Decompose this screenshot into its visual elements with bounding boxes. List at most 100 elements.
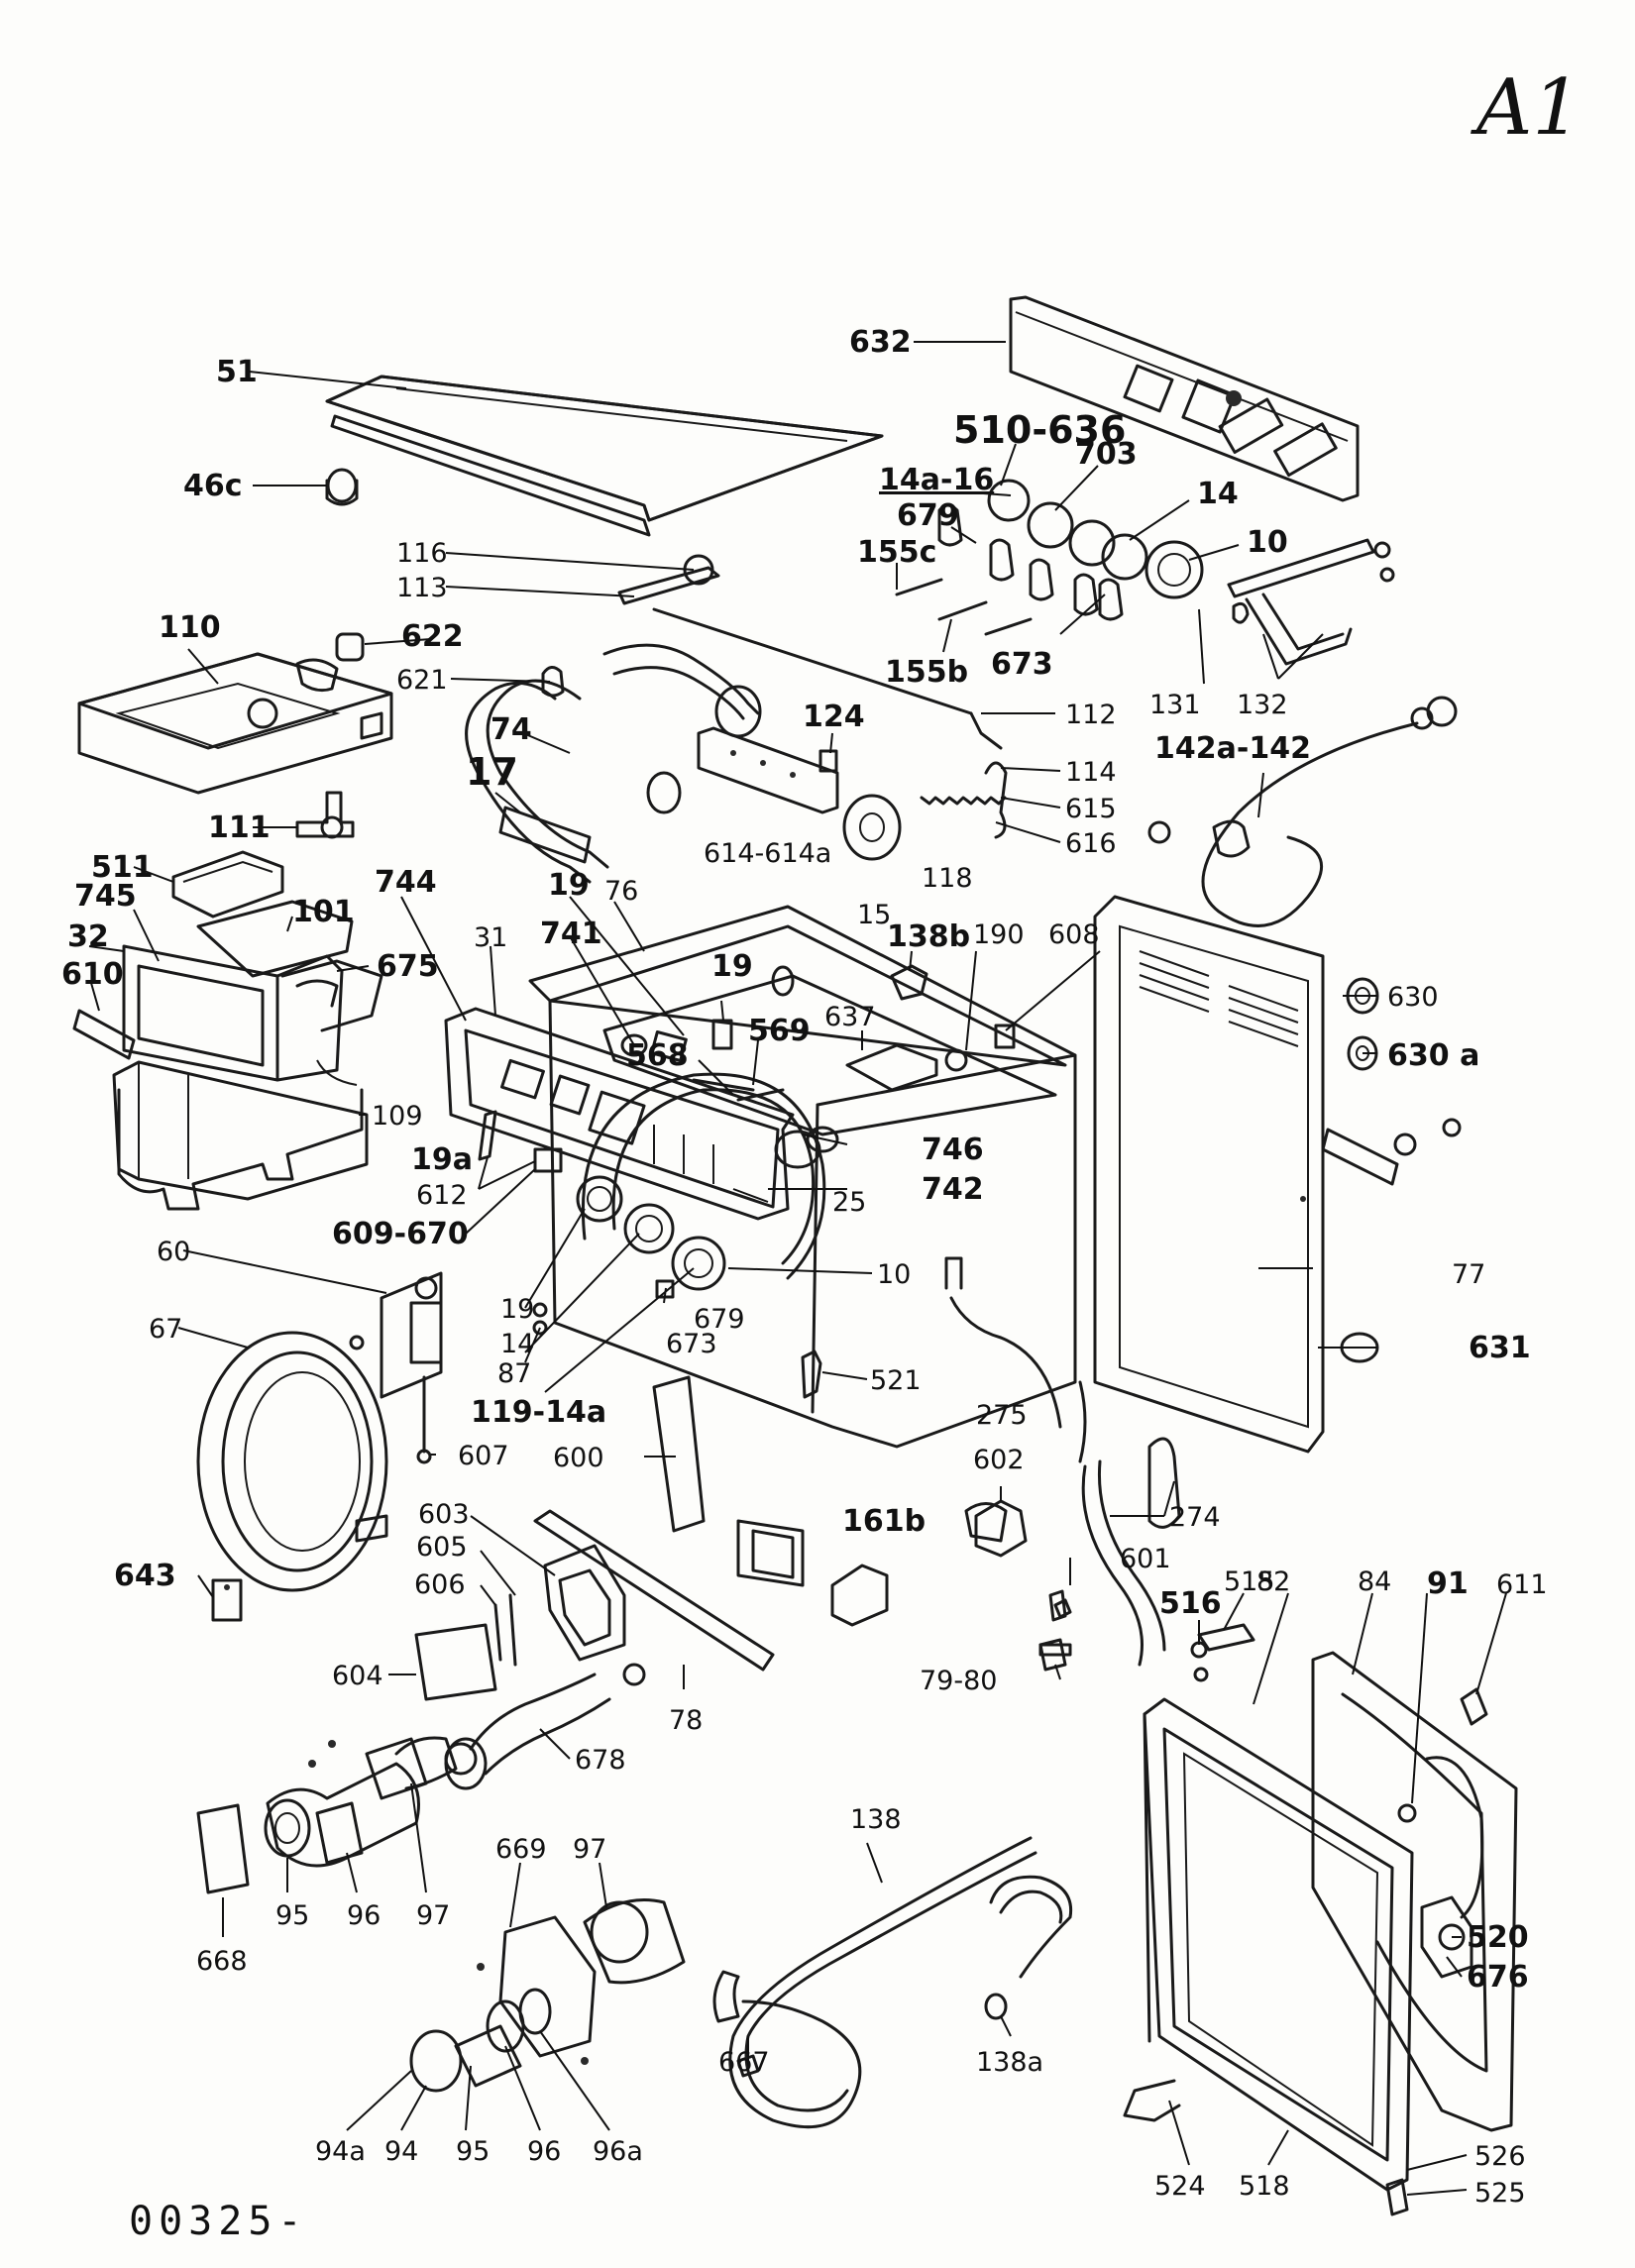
callout-131: 131: [1149, 690, 1201, 720]
callout-679-mid: 679: [694, 1304, 745, 1335]
callout-95-b: 95: [456, 2136, 490, 2167]
part-knobs-cluster: [937, 479, 1204, 621]
part-632-control-frame: [1009, 295, 1360, 502]
callout-614-614a: 614-614a: [704, 838, 831, 869]
callout-118: 118: [922, 863, 973, 894]
parts-artwork: [72, 295, 1518, 2216]
part-630-631-fittings: [1321, 977, 1462, 1363]
callout-142a-142: 142a-142: [1154, 731, 1311, 766]
callout-601: 601: [1120, 1544, 1171, 1574]
callout-78: 78: [669, 1705, 703, 1736]
callout-46c: 46c: [183, 469, 243, 503]
part-131-132-pipe: [1227, 538, 1395, 666]
callout-746: 746: [922, 1133, 984, 1167]
callout-516: 516: [1159, 1586, 1222, 1621]
callout-109: 109: [372, 1101, 423, 1132]
callout-94a: 94a: [315, 2136, 366, 2167]
callout-525: 525: [1474, 2178, 1526, 2209]
part-607-bolt: [416, 1375, 432, 1464]
callout-510-636: 510-636: [953, 408, 1126, 452]
callout-742: 742: [922, 1172, 984, 1207]
part-138-drain-hose: [712, 1836, 1037, 2129]
part-138a-hose-guide: [984, 1875, 1073, 2020]
part-79-80-foot: [1038, 1598, 1072, 1657]
leader-lines: [88, 341, 1507, 2196]
callout-616: 616: [1065, 828, 1117, 859]
callout-161b: 161b: [842, 1504, 926, 1539]
callout-603: 603: [418, 1499, 470, 1530]
callout-96-b: 96: [527, 2136, 561, 2167]
callout-190: 190: [973, 919, 1025, 950]
callout-138b: 138b: [887, 919, 970, 954]
callout-97-a: 97: [416, 1900, 450, 1931]
callout-113: 113: [396, 573, 448, 603]
callout-675: 675: [377, 949, 439, 984]
callout-91: 91: [1427, 1566, 1469, 1601]
callout-155c: 155c: [857, 535, 936, 570]
callout-94: 94: [384, 2136, 418, 2167]
callout-511: 511: [91, 850, 154, 885]
callout-84: 84: [1358, 1566, 1391, 1597]
callout-604: 604: [332, 1661, 383, 1691]
callout-608: 608: [1048, 919, 1100, 950]
callout-labels: 632 51 510-636 703 14a-16 679 14 10 46c …: [61, 325, 1548, 2209]
callout-114: 114: [1065, 757, 1117, 788]
callout-10-mid: 10: [877, 1259, 911, 1290]
callout-82: 82: [1256, 1566, 1290, 1597]
part-17-label: [498, 806, 592, 864]
callout-605: 605: [416, 1532, 468, 1563]
callout-612: 612: [416, 1180, 468, 1211]
part-19a-hinge-pin: [478, 1110, 563, 1173]
callout-745: 745: [74, 879, 137, 914]
part-dispenser-drawer: [72, 900, 383, 1082]
callout-19-b: 19: [711, 949, 753, 984]
callout-132: 132: [1237, 690, 1288, 720]
callout-606: 606: [414, 1569, 466, 1600]
callout-138a: 138a: [976, 2047, 1043, 2078]
callout-611: 611: [1496, 1569, 1548, 1600]
callout-609-670: 609-670: [332, 1217, 469, 1251]
part-614-bracket: [697, 726, 839, 814]
callout-667: 667: [718, 2047, 770, 2078]
callout-744: 744: [375, 865, 437, 900]
callout-643: 643: [114, 1559, 176, 1593]
sheet-id: A1: [1471, 63, 1581, 153]
callout-15: 15: [857, 900, 891, 930]
callout-25: 25: [832, 1187, 866, 1218]
part-drain-pump-2: [409, 1898, 686, 2093]
callout-79-80: 79-80: [920, 1666, 997, 1696]
callout-515: 515: [1224, 1566, 1275, 1597]
callout-630a: 630 a: [1387, 1038, 1479, 1073]
callout-14-mid: 14: [500, 1329, 534, 1359]
callout-632: 632: [849, 325, 912, 360]
part-drain-pump-1: [196, 1736, 458, 1894]
callout-668: 668: [196, 1946, 248, 1977]
part-600-strut: [652, 1375, 706, 1533]
callout-116: 116: [396, 538, 448, 569]
callout-96a: 96a: [593, 2136, 643, 2167]
callout-60: 60: [157, 1237, 190, 1267]
callout-110: 110: [159, 610, 221, 645]
part-142-inlet-hose: [1147, 696, 1458, 927]
callout-31: 31: [474, 922, 507, 953]
callout-19-a: 19: [548, 868, 590, 903]
part-110-dispenser-housing: [77, 652, 393, 795]
callout-602: 602: [973, 1445, 1025, 1475]
callout-673-mid: 673: [666, 1329, 717, 1359]
part-78-kick-strip: [533, 1509, 775, 1672]
callout-96-a: 96: [347, 1900, 381, 1931]
part-60-hinge: [349, 1271, 443, 1399]
part-51-top-lid: [325, 375, 884, 537]
part-67-porthole-door: [196, 1331, 388, 1592]
part-82-518-front-frame: [1123, 1697, 1414, 2216]
callout-520: 520: [1467, 1920, 1529, 1955]
part-84-inner-panel: [1311, 1651, 1518, 2132]
callout-67: 67: [149, 1314, 182, 1345]
callout-600: 600: [553, 1443, 604, 1473]
callout-669: 669: [495, 1834, 547, 1865]
callout-51: 51: [216, 355, 258, 389]
part-46c-cap: [325, 468, 359, 506]
callout-678: 678: [575, 1745, 626, 1776]
callout-275: 275: [976, 1400, 1028, 1431]
